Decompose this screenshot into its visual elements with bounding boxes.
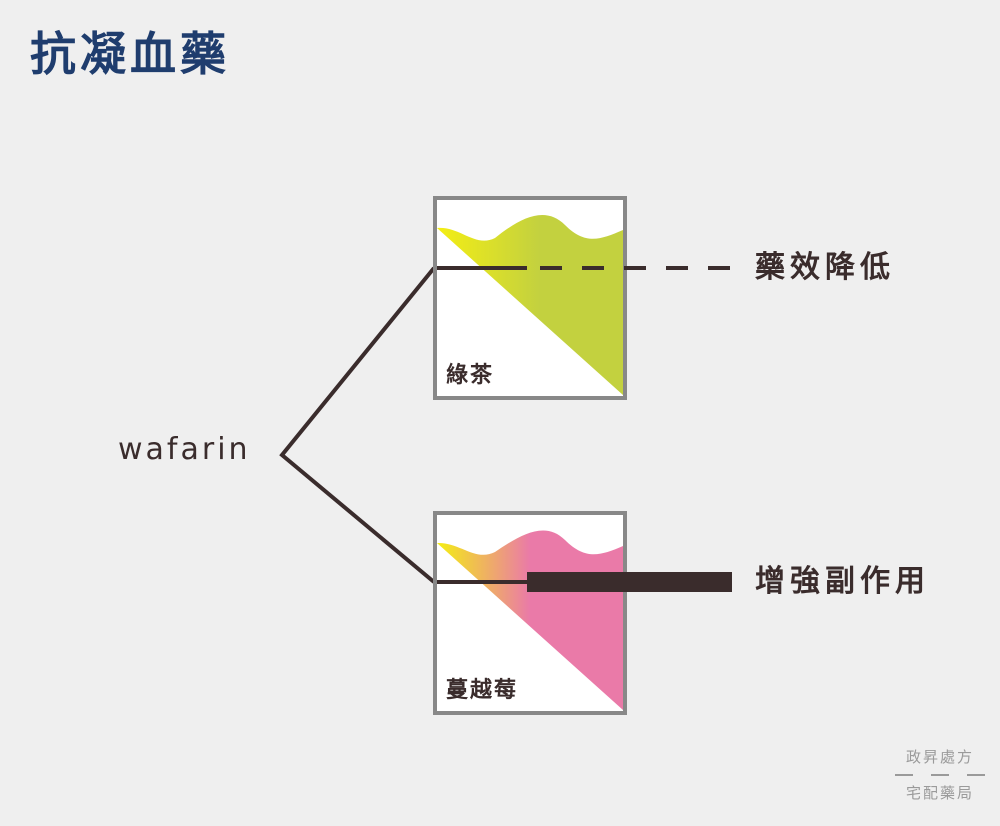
green-tea-label: 綠茶 bbox=[446, 363, 495, 388]
effect-decrease-label: 藥效降低 bbox=[755, 250, 895, 285]
drug-label: wafarin bbox=[118, 432, 251, 467]
logo-line-2: 宅配藥局 bbox=[905, 784, 974, 802]
branch-lines bbox=[279, 266, 436, 584]
logo-divider bbox=[895, 770, 985, 780]
cranberry-label: 蔓越莓 bbox=[446, 678, 519, 703]
green-tea-fill bbox=[437, 215, 623, 395]
page-title: 抗凝血藥 bbox=[30, 27, 230, 81]
pharmacy-logo: 政昇處方 宅配藥局 bbox=[895, 744, 985, 806]
effect-increase-label: 增強副作用 bbox=[755, 564, 930, 599]
logo-line-1: 政昇處方 bbox=[905, 748, 974, 766]
increase-effect-bar bbox=[527, 572, 732, 592]
green-tea-box bbox=[433, 196, 627, 400]
